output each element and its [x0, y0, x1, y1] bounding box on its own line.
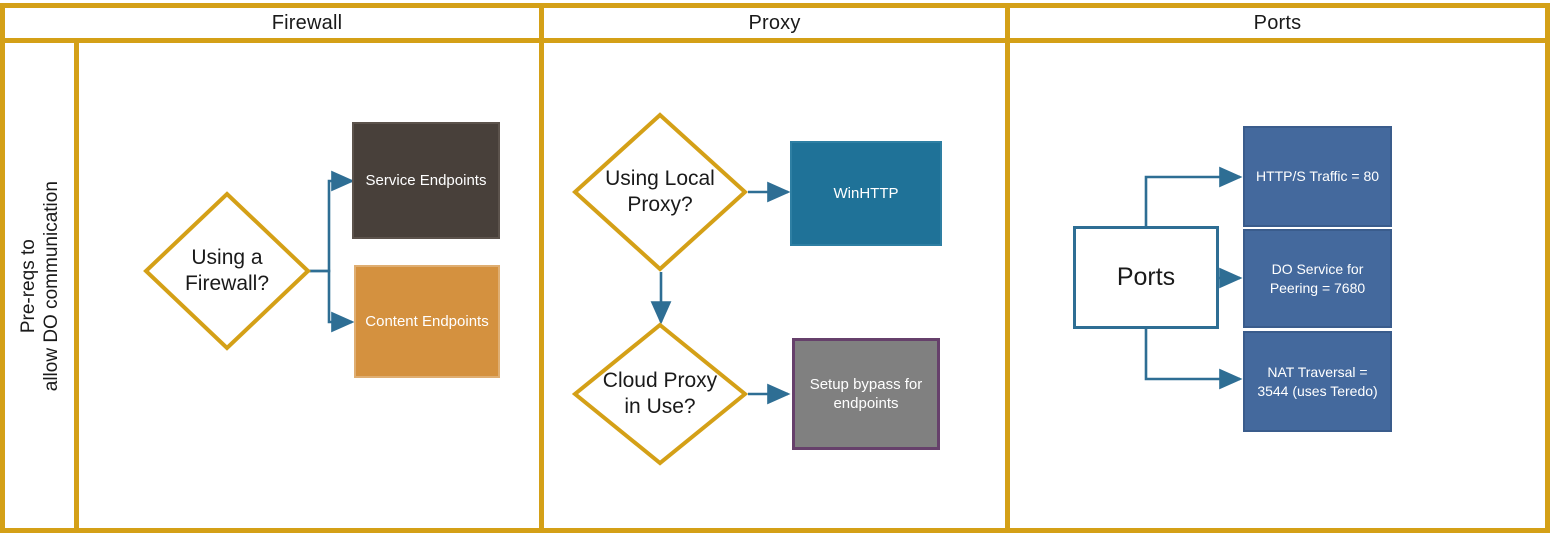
node-setup-bypass-label: Setup bypass for endpoints — [809, 375, 923, 413]
node-winhttp[interactable]: WinHTTP — [790, 141, 942, 246]
decision-cloud-proxy-in-use[interactable]: Cloud Proxy in Use? — [571, 322, 749, 466]
node-service-endpoints-label: Service Endpoints — [365, 171, 487, 189]
connector-firewall-branch — [309, 170, 355, 333]
node-http-traffic[interactable]: HTTP/S Traffic = 80 — [1243, 126, 1392, 227]
node-http-traffic-label: HTTP/S Traffic = 80 — [1255, 168, 1380, 185]
node-content-endpoints-label: Content Endpoints — [365, 312, 489, 330]
node-ports[interactable]: Ports — [1073, 226, 1219, 329]
frame-right-border — [1545, 3, 1550, 533]
decision-using-local-proxy[interactable]: Using Local Proxy? — [572, 112, 748, 272]
node-nat-traversal[interactable]: NAT Traversal = 3544 (uses Teredo) — [1243, 331, 1392, 432]
node-content-endpoints[interactable]: Content Endpoints — [354, 265, 500, 378]
column-header-firewall-label: Firewall — [271, 11, 343, 34]
column-header-firewall: Firewall — [79, 6, 535, 40]
frame-column-divider-2 — [1005, 3, 1010, 533]
column-header-ports: Ports — [1010, 6, 1545, 40]
row-label-prereqs: Pre-reqs to allow DO communication — [6, 44, 74, 528]
column-header-ports-label: Ports — [1253, 11, 1302, 34]
column-header-proxy: Proxy — [544, 6, 1005, 40]
row-label-line-1: Pre-reqs to — [17, 239, 39, 333]
node-setup-bypass[interactable]: Setup bypass for endpoints — [792, 338, 940, 450]
node-do-service-peering[interactable]: DO Service for Peering = 7680 — [1243, 229, 1392, 328]
node-service-endpoints[interactable]: Service Endpoints — [352, 122, 500, 239]
node-nat-traversal-label: NAT Traversal = 3544 (uses Teredo) — [1257, 364, 1378, 399]
column-header-proxy-label: Proxy — [748, 11, 801, 34]
diamond-shape-firewall — [143, 191, 311, 351]
node-do-service-peering-label: DO Service for Peering = 7680 — [1269, 261, 1366, 296]
frame-header-divider — [0, 38, 1550, 43]
frame-rowlabel-divider — [74, 38, 79, 533]
node-winhttp-label: WinHTTP — [833, 184, 899, 202]
row-label-text: Pre-reqs to allow DO communication — [17, 181, 63, 391]
diamond-shape-local-proxy — [572, 112, 748, 272]
decision-using-a-firewall[interactable]: Using a Firewall? — [143, 191, 311, 351]
row-label-line-2: allow DO communication — [41, 180, 63, 392]
frame-left-border — [0, 3, 5, 533]
frame-top-border — [0, 3, 1550, 8]
frame-bottom-border — [0, 528, 1550, 533]
diamond-shape-cloud-proxy — [571, 322, 749, 466]
node-ports-label: Ports — [1116, 263, 1176, 292]
frame-column-divider-1 — [539, 3, 544, 533]
